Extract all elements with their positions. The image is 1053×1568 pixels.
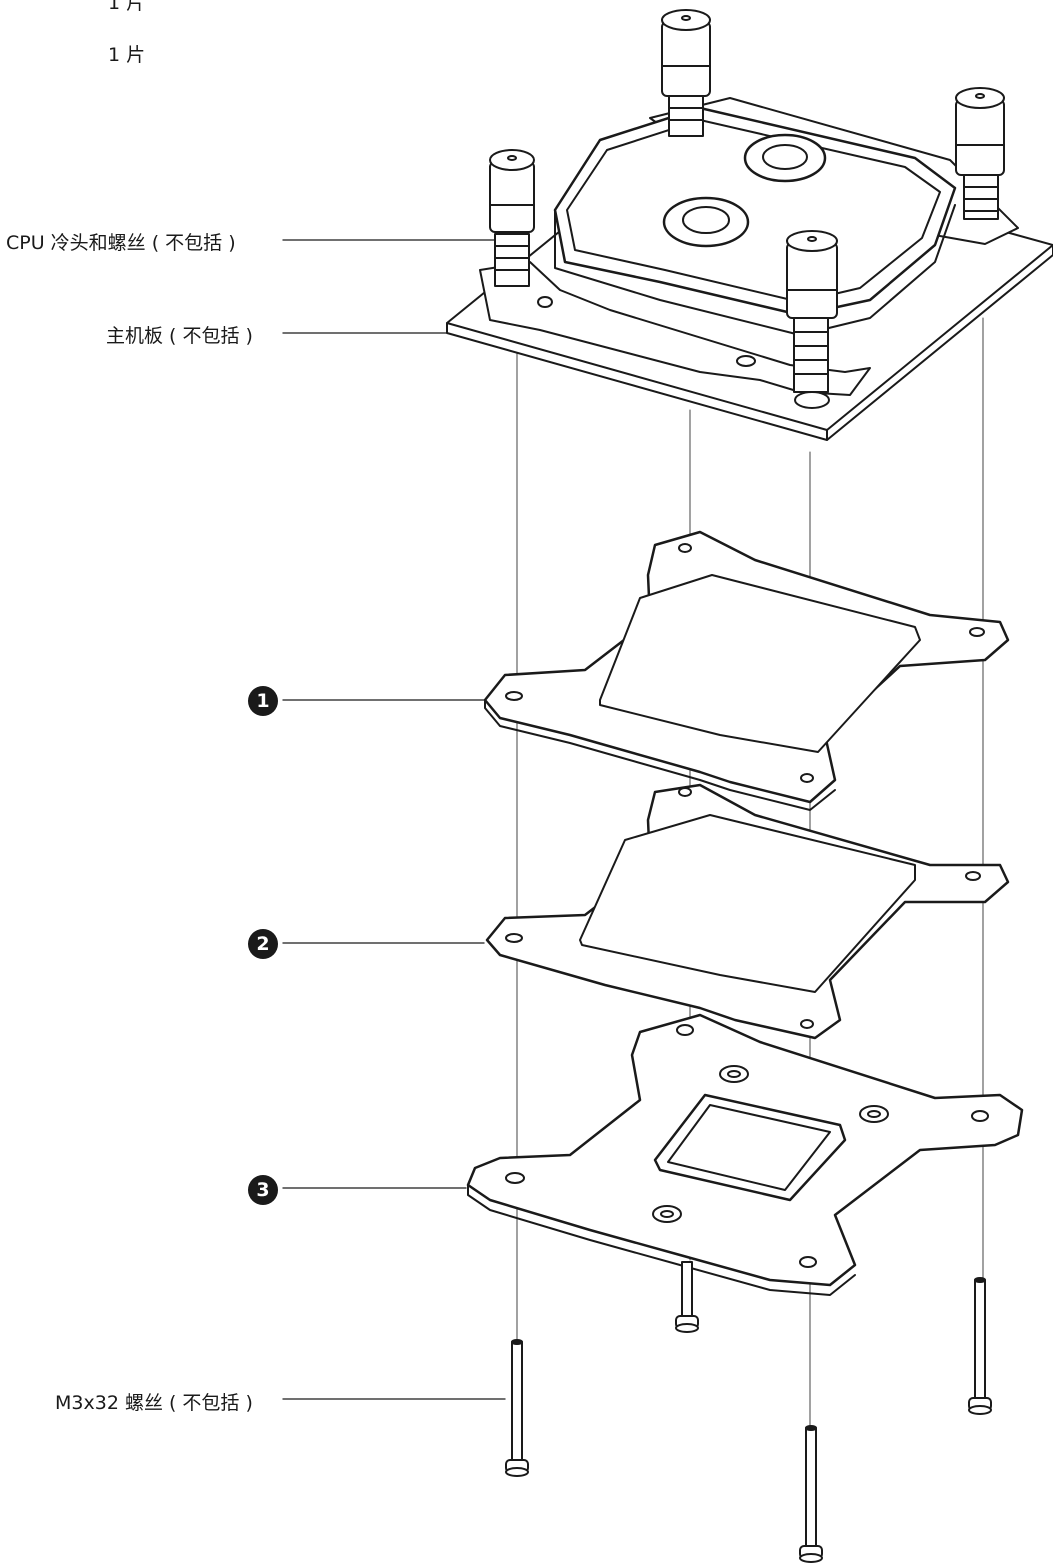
cpu-thumbscrew-back-left bbox=[661, 9, 711, 137]
part-1-insulator-plate bbox=[483, 530, 1010, 811]
callout-badge-1: 1 bbox=[248, 686, 278, 716]
m3x32-screw-front bbox=[799, 1425, 823, 1563]
leader-lines bbox=[282, 239, 506, 1400]
cpu-thumbscrew-front-left bbox=[489, 149, 535, 287]
callout-badge-3: 3 bbox=[248, 1175, 278, 1205]
callout-badge-2: 2 bbox=[248, 929, 278, 959]
cpu-thumbscrew-back-right bbox=[955, 87, 1005, 220]
part-3-backplate bbox=[466, 1013, 1024, 1296]
m3x32-screw-middle bbox=[675, 1261, 699, 1333]
label-cpu-block: CPU 冷头和螺丝 ( 不包括 ) bbox=[6, 232, 236, 254]
quantity-text-1: 1 片 bbox=[108, 0, 146, 14]
label-m3x32-screws: M3x32 螺丝 ( 不包括 ) bbox=[55, 1392, 253, 1414]
cpu-thumbscrew-front-right bbox=[786, 230, 838, 409]
part-2-gasket bbox=[485, 783, 1010, 1040]
cpu-block-body bbox=[553, 106, 957, 336]
quantity-text-2: 1 片 bbox=[108, 44, 146, 66]
m3x32-screw-right bbox=[968, 1277, 992, 1415]
m3x32-screw-left bbox=[505, 1339, 529, 1477]
label-motherboard: 主机板 ( 不包括 ) bbox=[106, 325, 253, 347]
